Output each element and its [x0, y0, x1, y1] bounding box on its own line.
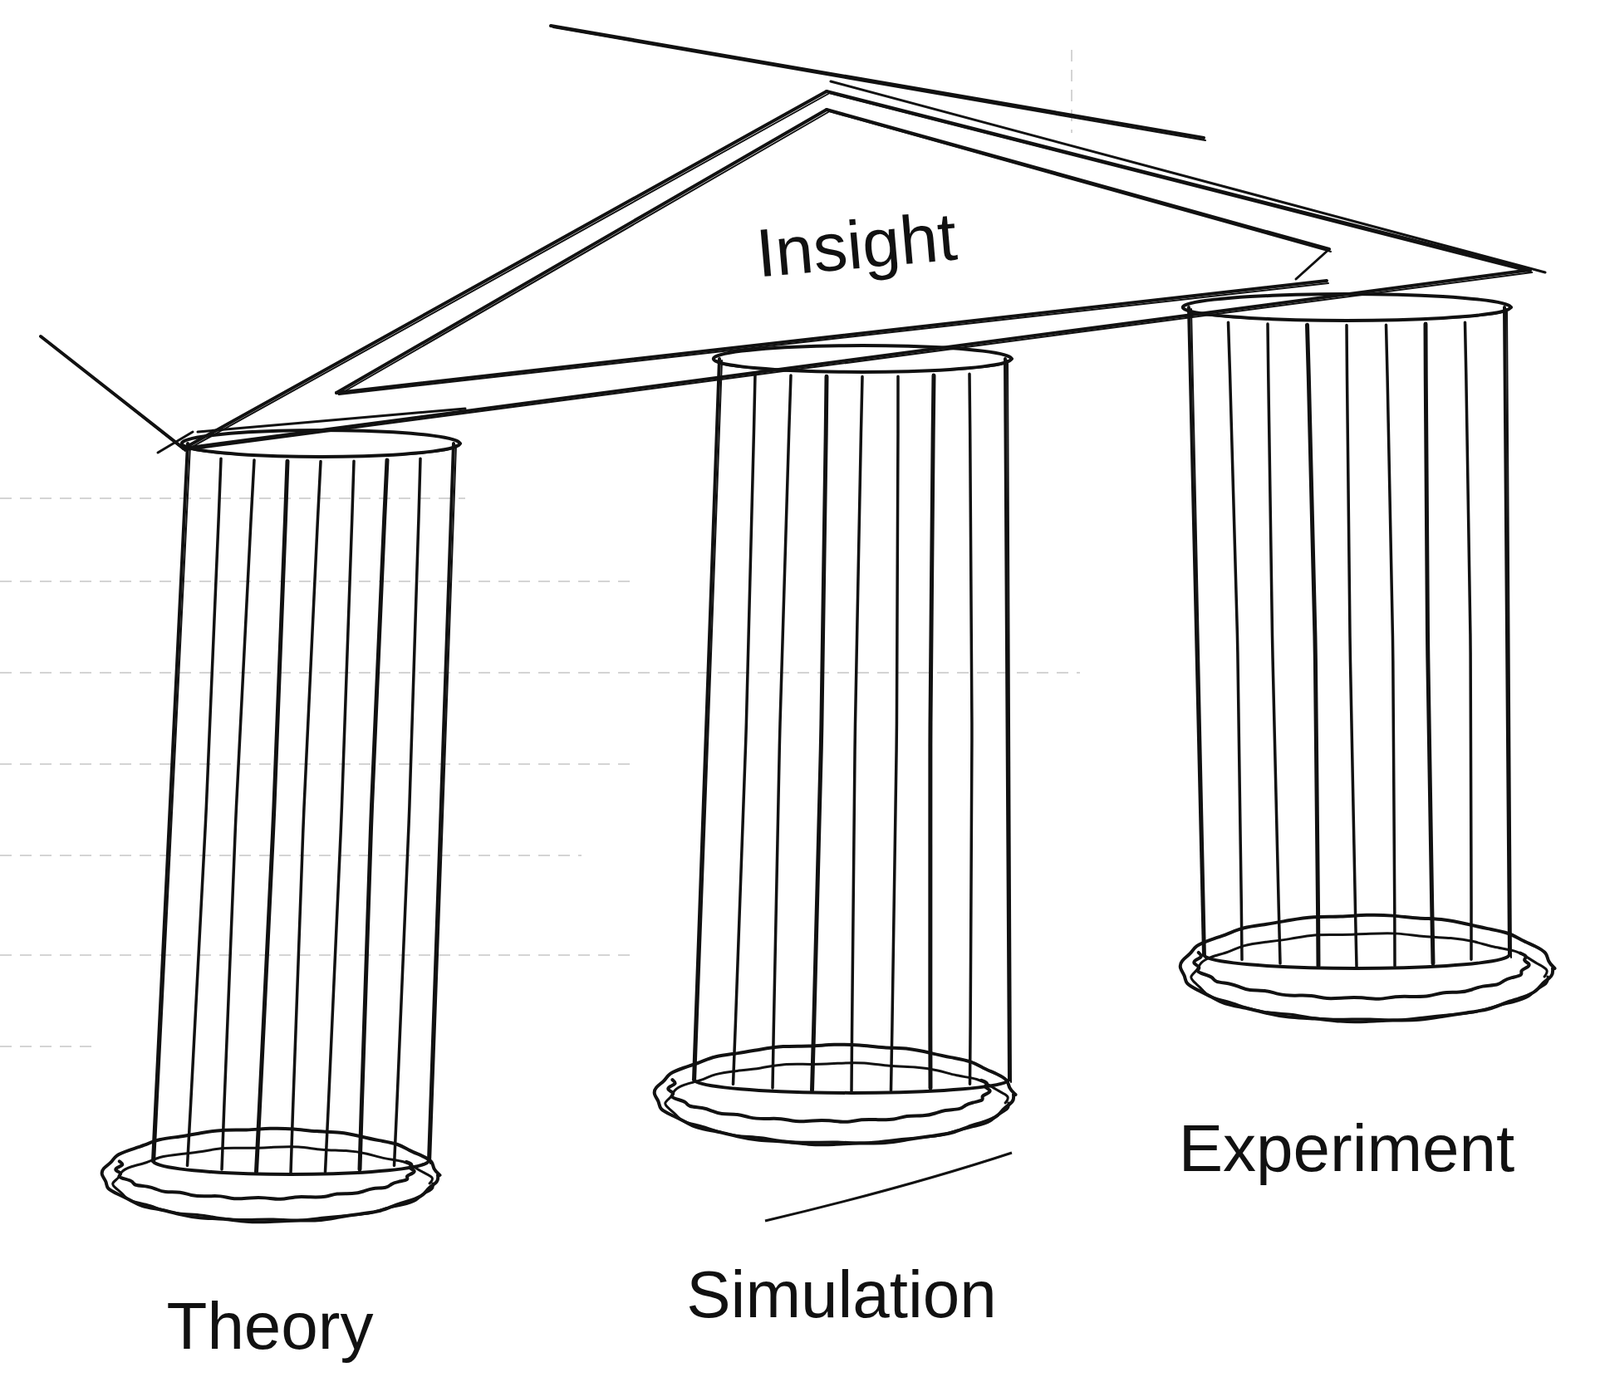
pillar-shaft-edge — [428, 443, 454, 1162]
sketch-strokes — [40, 25, 1546, 453]
pediment-inner-edge — [1295, 249, 1330, 280]
pillar-flute — [733, 373, 756, 1085]
pillar-node: Theory — [90, 418, 466, 1234]
pillar-flute — [969, 373, 972, 1085]
sketch-strokes — [1180, 294, 1556, 1022]
pillar-shaft-bottom — [693, 1079, 1010, 1094]
pillar-label: Simulation — [686, 1258, 997, 1332]
roof-ridge — [550, 25, 1204, 138]
pillar-base-scribble — [1193, 952, 1529, 1000]
pediment-inner-edge — [336, 280, 1327, 393]
pillar-flute — [221, 460, 255, 1170]
sketch-strokes — [654, 345, 1016, 1145]
pediment-node: Insight — [33, 16, 1554, 470]
pillar-flute — [359, 460, 388, 1170]
pillar-drawing — [90, 418, 466, 1234]
pillar-flute — [930, 375, 934, 1089]
pillar-node: Simulation — [642, 333, 1026, 1157]
paper-line — [0, 497, 466, 500]
pillar-shaft-edge — [1506, 309, 1512, 958]
pillar-capital — [716, 361, 1009, 373]
paper-line — [0, 1045, 100, 1048]
paper-line — [0, 763, 632, 766]
pillar-flute — [891, 376, 899, 1091]
capital-line — [197, 408, 466, 432]
pillar-flute — [325, 461, 355, 1173]
pillar-shaft-edge — [1007, 360, 1012, 1083]
pillar-capital — [713, 345, 1012, 373]
pillar-flute — [1386, 324, 1396, 967]
pediment-inner-edge — [338, 112, 829, 395]
pillar-flute — [812, 376, 828, 1091]
pillar-shaft-bottom — [1203, 955, 1510, 969]
pillar-shaft-edge — [695, 360, 722, 1083]
pillar-base — [654, 1045, 1016, 1145]
paper-line — [1070, 49, 1073, 133]
pediment-edge — [183, 269, 1531, 449]
roof-ridge — [553, 27, 1206, 141]
pillar-flute — [1307, 324, 1320, 967]
sketch-stroke — [765, 1153, 1012, 1222]
pillar-shaft-edge — [1191, 309, 1206, 958]
pillar-flute — [290, 461, 321, 1174]
pillar-node: Experiment — [1168, 282, 1565, 1034]
pillar-drawing — [1168, 282, 1565, 1034]
pillar-flute — [772, 375, 791, 1089]
pillar-drawing — [642, 333, 1026, 1157]
notebook-lines — [0, 49, 1080, 1047]
pillar-flute — [1228, 322, 1243, 960]
pillar-capital — [181, 430, 461, 457]
pillar-shaft-edge — [430, 445, 457, 1164]
pillar-shaft-edge — [693, 358, 720, 1080]
pillar-shaft-bottom — [152, 1161, 429, 1175]
pillar-capital — [1185, 309, 1508, 321]
roof-eave — [43, 338, 186, 452]
pediment-inner-edge — [338, 283, 1329, 395]
pediment-edge — [183, 91, 827, 449]
paper-line — [0, 854, 582, 857]
pillar-flute — [394, 458, 422, 1166]
pillar-base — [665, 1063, 1010, 1144]
pillar-shaft-edge — [1188, 307, 1204, 956]
pillar-flute — [1346, 325, 1357, 967]
pillar-shaft-edge — [152, 443, 188, 1162]
paper-line — [0, 672, 1080, 674]
paper-line — [0, 954, 632, 957]
sketch-strokes — [102, 430, 461, 1223]
pillar-flute — [256, 461, 289, 1173]
pillar-shaft-edge — [154, 445, 191, 1164]
pillar-capital — [1182, 294, 1512, 321]
pillar-capital — [184, 446, 457, 457]
pillar-base-scribble — [667, 1079, 990, 1123]
pillar-flute — [851, 377, 863, 1092]
pillar-base — [102, 1128, 441, 1223]
pillar-base — [1191, 933, 1548, 1021]
pediment-edge — [186, 93, 829, 451]
pillar-flute — [187, 458, 222, 1166]
pillar-base — [1180, 915, 1556, 1022]
pediment-label: Insight — [753, 199, 961, 292]
pillar-flute — [1465, 322, 1473, 960]
pillar-flute — [1425, 323, 1434, 964]
pillar-flute — [1267, 323, 1281, 964]
pillar-label: Experiment — [1178, 1112, 1516, 1186]
pillar-base-scribble — [115, 1161, 414, 1200]
pillar-label: Theory — [166, 1290, 374, 1364]
pillar-base — [112, 1147, 434, 1221]
